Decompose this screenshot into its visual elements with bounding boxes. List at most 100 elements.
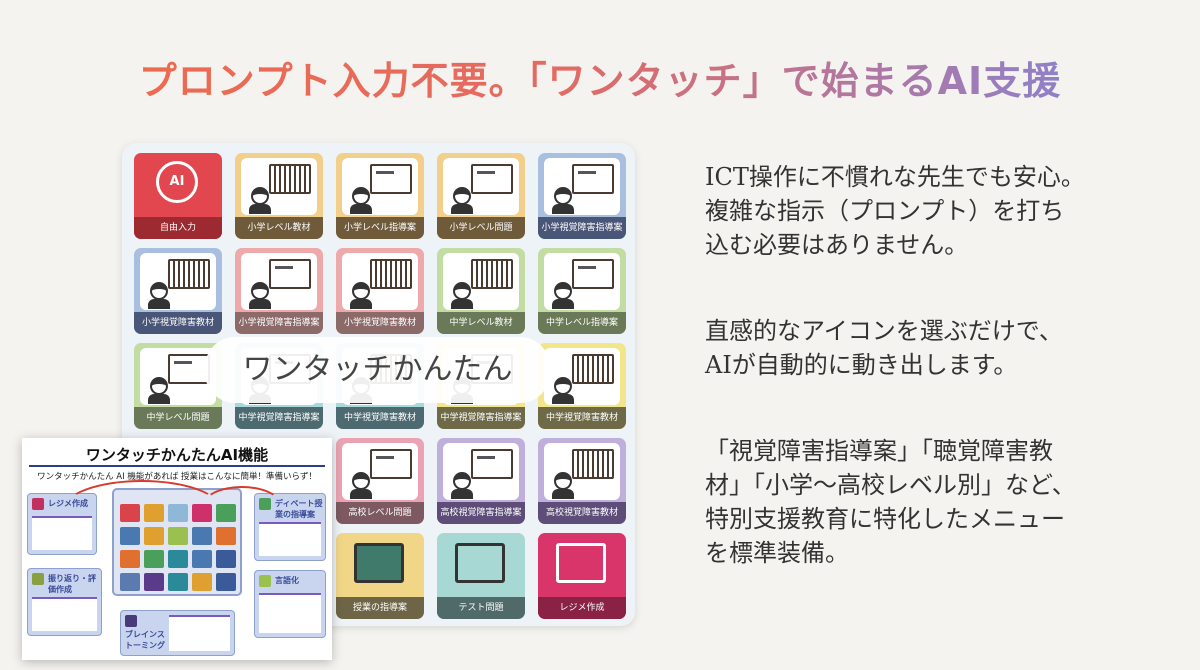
text-line: 複雑な指示（プロンプト）を打ち (705, 197, 1065, 225)
text-line: 込む必要はありません。 (705, 231, 969, 259)
quiz-icon (471, 164, 513, 194)
inset-title: ワンタッチかんたんAI機能 (85, 446, 269, 464)
evaluation-icon (32, 573, 44, 585)
illustration (544, 158, 620, 215)
menu-tile[interactable]: 中学レベル教材 (437, 248, 525, 334)
person-icon (148, 282, 170, 309)
inset-divider (29, 465, 325, 467)
tile-label: 中学視覚障害教材 (336, 407, 424, 429)
mini-tile (144, 573, 164, 591)
card-evaluation: 振り返り・評価作成 (27, 568, 102, 636)
tile-label: 高校視覚障害教材 (538, 502, 626, 524)
menu-tile[interactable]: レジメ作成 (538, 533, 626, 619)
menu-tile[interactable]: 小学レベル教材 (235, 153, 323, 239)
arrow-icon (62, 480, 222, 540)
doc-preview (259, 522, 321, 556)
tile-label: 中学視覚障害指導案 (235, 407, 323, 429)
menu-tile[interactable]: 中学レベル問題 (134, 343, 222, 429)
person-icon (552, 282, 574, 309)
tile-label: 中学レベル指導案 (538, 312, 626, 334)
illustration (544, 253, 620, 310)
text-line: 材」「小学〜高校レベル別」など、 (705, 471, 1076, 499)
illustration (544, 443, 620, 500)
teaching-plan-icon (269, 259, 311, 289)
ai-head-icon: AI (156, 161, 198, 203)
menu-tile[interactable]: 小学視覚障害指導案 (538, 153, 626, 239)
menu-tile[interactable]: 小学視覚障害教材 (336, 248, 424, 334)
paragraph: 直感的なアイコンを選ぶだけで、 AIが自動的に動き出します。 (705, 314, 1085, 382)
mini-tile (216, 573, 236, 591)
arrow-icon (202, 486, 282, 526)
tile-label: 高校レベル問題 (336, 502, 424, 524)
menu-tile[interactable]: 高校視覚障害指導案 (437, 438, 525, 524)
mini-tile (192, 573, 212, 591)
mini-tile (216, 550, 236, 568)
slide-title: プロンプト入力不要。「ワンタッチ」で始まるAI支援 (138, 59, 1062, 103)
brainstorm-icon (125, 615, 137, 627)
menu-tile[interactable]: 小学レベル問題 (437, 153, 525, 239)
tile-label: テスト問題 (437, 597, 525, 619)
menu-tile[interactable]: テスト問題 (437, 533, 525, 619)
tile-label: 小学視覚障害教材 (336, 312, 424, 334)
person-icon (552, 377, 574, 404)
textbook-icon (572, 354, 614, 384)
illustration (241, 253, 317, 310)
presenter-icon (556, 543, 606, 583)
menu-tile[interactable]: AI 自由入力 (134, 153, 222, 239)
blackboard-icon (354, 543, 404, 583)
verbalize-icon (259, 575, 271, 587)
tile-label: 小学レベル問題 (437, 217, 525, 239)
illustration (544, 348, 620, 405)
person-icon (451, 472, 473, 499)
teaching-plan-icon (572, 259, 614, 289)
menu-tile[interactable]: 高校レベル問題 (336, 438, 424, 524)
person-icon (350, 472, 372, 499)
text-line: 直感的なアイコンを選ぶだけで、 (705, 317, 1063, 345)
tile-label: 小学視覚障害教材 (134, 312, 222, 334)
mini-tile (120, 550, 140, 568)
person-icon (350, 187, 372, 214)
resume-icon (32, 498, 44, 510)
mini-tile (168, 550, 188, 568)
illustration (241, 158, 317, 215)
mini-tile (120, 573, 140, 591)
menu-tile[interactable]: 中学視覚障害教材 (538, 343, 626, 429)
text-line: を標準装備。 (705, 539, 849, 567)
menu-tile[interactable]: 高校視覚障害教材 (538, 438, 626, 524)
tile-label: 中学レベル教材 (437, 312, 525, 334)
text-line: AIが自動的に動き出します。 (705, 351, 1018, 379)
menu-tile[interactable]: 中学レベル指導案 (538, 248, 626, 334)
tile-label: 自由入力 (134, 217, 222, 239)
person-icon (350, 282, 372, 309)
illustration (443, 253, 519, 310)
person-icon (451, 282, 473, 309)
person-icon (249, 187, 271, 214)
person-icon (451, 187, 473, 214)
one-touch-bubble: ワンタッチかんたん (205, 337, 550, 403)
person-icon (148, 377, 170, 404)
teaching-plan-icon (572, 164, 614, 194)
description: ICT操作に不慣れな先生でも安心。複雑な指示（プロンプト）を打ち込む必要はありま… (705, 160, 1085, 622)
menu-tile[interactable]: 授業の指導案 (336, 533, 424, 619)
teaching-plan-icon (370, 164, 412, 194)
tile-label: 高校視覚障害指導案 (437, 502, 525, 524)
illustration (342, 443, 418, 500)
tile-label: 中学視覚障害教材 (538, 407, 626, 429)
menu-tile[interactable]: 小学レベル指導案 (336, 153, 424, 239)
mini-tile (168, 573, 188, 591)
text-line: 特別支援教育に特化したメニュー (705, 505, 1065, 533)
textbook-icon (471, 259, 513, 289)
feature-overview-inset: ワンタッチかんたんAI機能 ワンタッチかんたん AI 機能があれば 授業はこんな… (22, 438, 332, 660)
mini-tile (144, 550, 164, 568)
doc-preview (169, 615, 230, 651)
illustration (443, 443, 519, 500)
text-line: 「視覚障害指導案」「聴覚障害教 (705, 437, 1053, 465)
paragraph: 「視覚障害指導案」「聴覚障害教材」「小学〜高校レベル別」など、特別支援教育に特化… (705, 434, 1085, 570)
menu-tile[interactable]: 小学視覚障害指導案 (235, 248, 323, 334)
tile-label: 授業の指導案 (336, 597, 424, 619)
tile-label: 中学レベル問題 (134, 407, 222, 429)
illustration (342, 158, 418, 215)
illustration (443, 158, 519, 215)
menu-tile[interactable]: 小学視覚障害教材 (134, 248, 222, 334)
mini-tile (216, 527, 236, 545)
